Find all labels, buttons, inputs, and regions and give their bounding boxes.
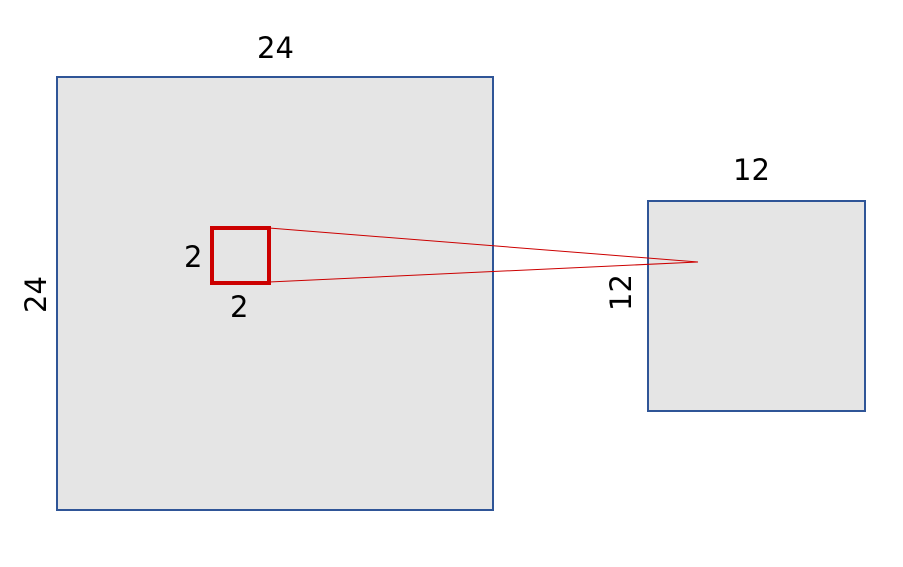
- input-height-label: 24: [18, 276, 53, 313]
- input-feature-map: [56, 76, 494, 511]
- pooling-window: [210, 226, 271, 285]
- projection-line-bottom: [268, 261, 699, 283]
- output-height-label: 12: [603, 274, 638, 311]
- window-width-label: 2: [230, 290, 249, 324]
- window-height-label: 2: [184, 240, 203, 274]
- output-feature-map: [647, 200, 866, 412]
- output-width-label: 12: [733, 153, 770, 187]
- input-width-label: 24: [257, 31, 294, 65]
- projection-line-top: [268, 227, 699, 263]
